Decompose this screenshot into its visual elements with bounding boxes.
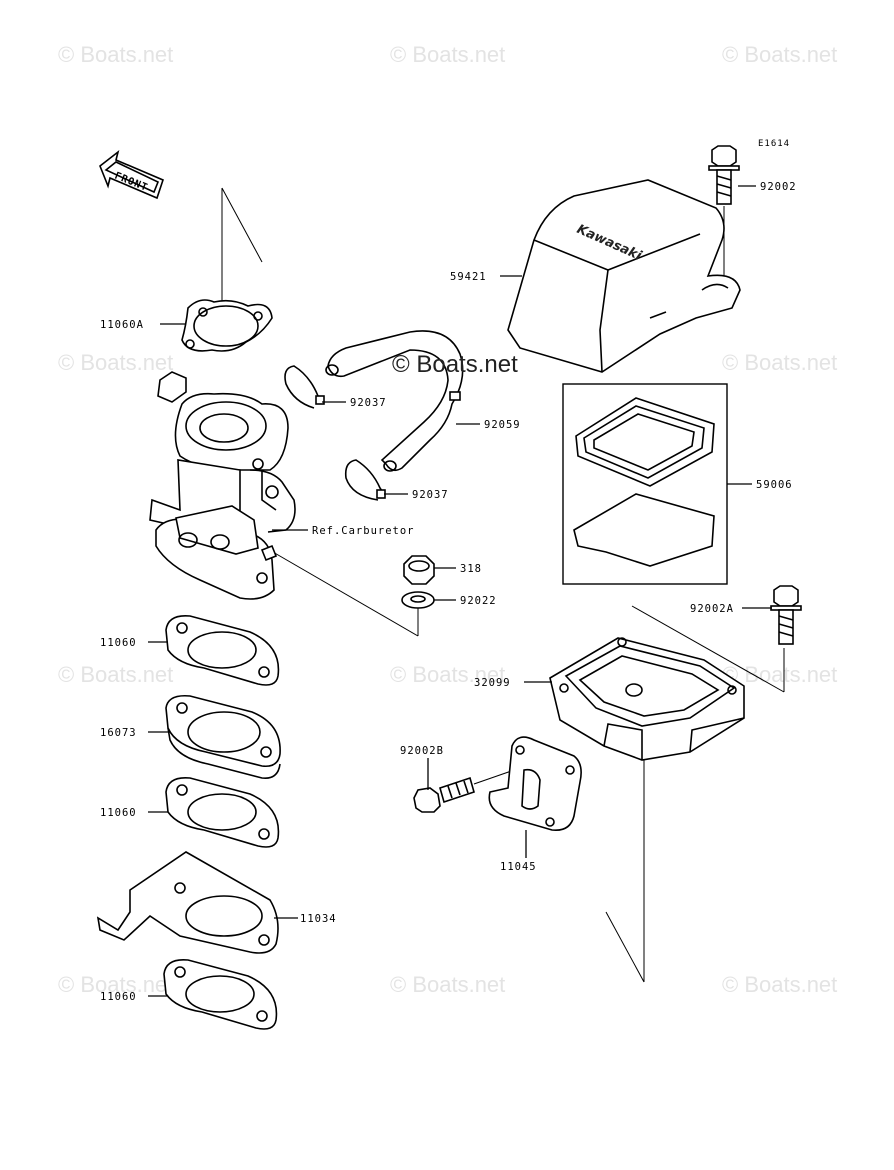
bolt-92002a-icon xyxy=(770,585,802,645)
gasket-11060-icon xyxy=(163,958,278,1030)
label-92002b: 92002B xyxy=(400,745,444,757)
bracket-11034-icon xyxy=(96,851,279,954)
carburetor-body-icon xyxy=(149,371,296,600)
front-arrow-icon: FRONT xyxy=(99,149,164,200)
label-ref-carburetor: Ref.Carburetor xyxy=(312,525,415,537)
watermarks: © Boats.net © Boats.net © Boats.net © Bo… xyxy=(58,42,837,997)
gasket-11060a-icon xyxy=(181,299,273,352)
label-92059: 92059 xyxy=(484,419,521,431)
part-labels: 11060A 92037 92059 92037 Ref.Carburetor … xyxy=(100,181,797,1003)
label-59006: 59006 xyxy=(756,479,793,491)
center-watermark: © Boats.net xyxy=(392,351,518,378)
watermark: © Boats.net xyxy=(58,972,173,997)
bracket-11045-icon xyxy=(488,736,582,832)
watermark: © Boats.net xyxy=(722,662,837,687)
watermark: © Boats.net xyxy=(390,42,505,67)
nut-318-icon xyxy=(403,555,435,585)
label-92002a: 92002A xyxy=(690,603,734,615)
label-59421: 59421 xyxy=(450,271,487,283)
label-92002: 92002 xyxy=(760,181,797,193)
hose-92059-icon xyxy=(325,330,464,472)
watermark: © Boats.net xyxy=(58,662,173,687)
watermark: © Boats.net xyxy=(390,662,505,687)
bolt-92002-icon xyxy=(708,145,740,282)
leader-lines xyxy=(148,185,772,997)
label-11060-3: 11060 xyxy=(100,991,137,1003)
watermark: © Boats.net xyxy=(58,42,173,67)
insulator-16073-icon xyxy=(165,694,281,780)
label-92022: 92022 xyxy=(460,595,497,607)
label-11045: 11045 xyxy=(500,861,537,873)
diagram-code: E1614 xyxy=(758,139,790,149)
label-92037-lower: 92037 xyxy=(412,489,449,501)
bolt-92002b-icon xyxy=(413,767,521,813)
watermark: © Boats.net xyxy=(58,350,173,375)
watermark: © Boats.net xyxy=(722,350,837,375)
gasket-11060-icon xyxy=(165,614,280,686)
gasket-11060-icon xyxy=(165,776,280,848)
cover-59421-icon: Kawasaki xyxy=(507,179,741,373)
label-11060-2: 11060 xyxy=(100,807,137,819)
label-16073: 16073 xyxy=(100,727,137,739)
washer-92022-icon xyxy=(401,591,435,609)
watermark: © Boats.net xyxy=(722,972,837,997)
label-92037-upper: 92037 xyxy=(350,397,387,409)
label-11060a: 11060A xyxy=(100,319,144,331)
guide-lines xyxy=(221,187,785,983)
label-11060-1: 11060 xyxy=(100,637,137,649)
label-32099: 32099 xyxy=(474,677,511,689)
watermark: © Boats.net xyxy=(722,42,837,67)
label-318: 318 xyxy=(460,563,482,575)
watermark: © Boats.net xyxy=(390,972,505,997)
filter-59006-box xyxy=(562,383,728,585)
label-11034: 11034 xyxy=(300,913,337,925)
clamp-92037-lower-icon xyxy=(344,459,386,501)
case-32099-icon xyxy=(549,637,745,761)
clamp-92037-upper-icon xyxy=(284,365,325,409)
